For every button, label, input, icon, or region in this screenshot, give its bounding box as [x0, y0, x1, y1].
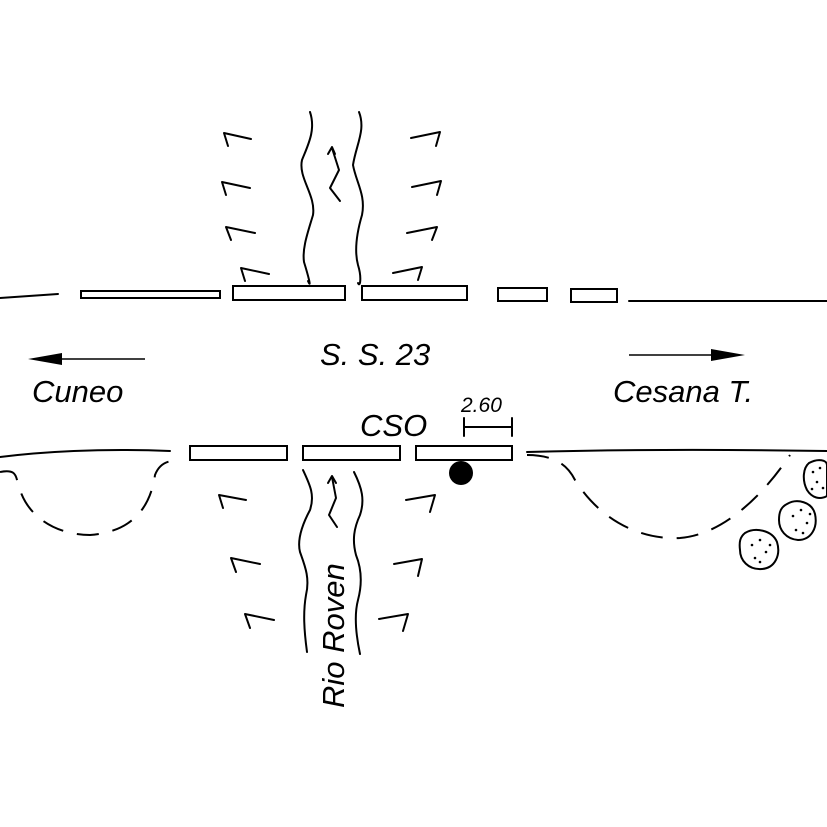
lower-river-bank-left	[298, 469, 313, 653]
upper-flow-arrowhead-icon	[327, 146, 336, 155]
lower-flow-arrowhead-icon	[327, 475, 337, 484]
road-name-label: S. S. 23	[320, 337, 430, 372]
upper-flow-arrow	[329, 147, 341, 202]
lower-river-bank-right	[352, 471, 364, 655]
lower-flow-arrow	[328, 476, 338, 528]
lower-road-edge	[0, 445, 827, 461]
river-name-label: Rio Roven	[316, 563, 351, 708]
lower-edge-right-line	[526, 448, 827, 453]
lower-slope-marks-left	[218, 494, 275, 629]
survey-point-marker	[449, 461, 473, 485]
arrow-left-icon	[28, 353, 145, 365]
upper-river-bank-left	[300, 111, 315, 285]
tree-icon	[738, 529, 780, 571]
lower-parapet-3	[415, 445, 513, 461]
lower-river	[298, 469, 364, 655]
lower-parapet-1	[189, 445, 288, 461]
tree-icon	[777, 500, 817, 542]
tree-icon	[802, 459, 827, 499]
arrow-right-icon	[629, 349, 745, 361]
upper-parapet-2	[232, 285, 346, 301]
left-ditch-outline	[0, 459, 181, 537]
lower-edge-left-line	[0, 448, 171, 458]
upper-river	[300, 111, 364, 286]
station-label: CSO	[360, 408, 427, 443]
upper-river-bank-right	[352, 111, 364, 286]
upper-parapet-4	[497, 287, 548, 302]
upper-edge-left-line	[0, 293, 59, 299]
upper-slope-marks-left	[221, 132, 270, 282]
east-destination-label: Cesana T.	[613, 374, 753, 409]
lower-slope-marks-right	[378, 494, 436, 632]
upper-parapet-5	[570, 288, 618, 303]
upper-road-edge	[0, 285, 827, 303]
dimension-label: 2.60	[460, 394, 502, 417]
dimension-line	[463, 417, 513, 437]
upper-parapet-3	[361, 285, 468, 301]
lower-parapet-2	[302, 445, 401, 461]
west-destination-label: Cuneo	[32, 374, 123, 409]
upper-parapet-1	[80, 290, 221, 299]
right-ditch-outline	[526, 454, 791, 540]
upper-slope-marks-right	[392, 131, 442, 281]
